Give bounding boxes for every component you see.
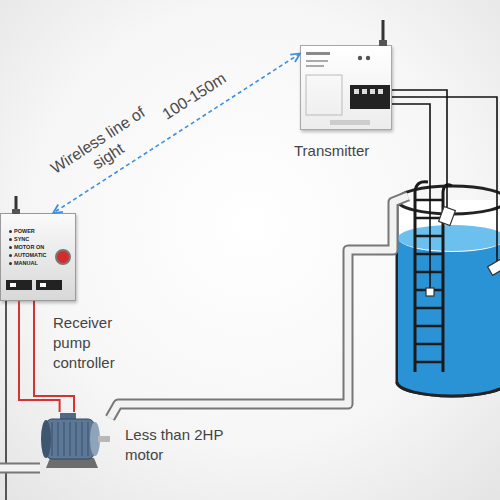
motor-node: Less than 2HP motor [38,412,110,470]
node-label: Receiver pump controller [53,313,138,373]
status-label: SYNC [9,236,29,242]
tank-body [397,200,500,396]
cooling-fin [51,422,52,456]
cooling-fin [87,422,88,456]
terminal-screws [354,89,383,94]
antenna [15,196,18,214]
pipe [110,196,408,418]
status-label: POWER [9,228,35,234]
panel-marking [306,52,330,55]
antenna [382,20,385,46]
sensor-wire [392,90,447,208]
cooling-fin [81,422,82,456]
tank-bottom [397,382,500,396]
antenna-base [379,40,387,46]
tank-water [398,238,500,396]
sensor-wire [392,104,430,290]
cooling-fin [69,422,70,456]
motor-body [46,419,94,459]
cooling-fin [63,422,64,456]
status-label: AUTOMATIC [9,252,47,258]
pipe-outline [0,463,40,474]
fan-cover [41,420,51,458]
receiver-box: Receiver pump controllerPOWERSYNCMOTOR O… [0,213,76,301]
wireless-link [53,54,300,214]
float-switch [439,206,456,225]
panel-marking [306,65,324,67]
indicator-led [358,56,362,60]
node-label: Less than 2HP motor [125,425,245,465]
cooling-fin [75,422,76,456]
status-label: MOTOR ON [9,244,44,250]
transmitter-box: Transmitter [300,45,392,130]
float-switch [488,259,500,276]
status-label: MANUAL [9,260,38,266]
antenna-base [12,209,20,214]
motor-symbol [38,412,110,470]
indicator-led [366,56,370,60]
ladder-rungs [415,200,443,362]
panel-marking [306,60,328,62]
link-caption: Wireless line of sight [47,102,160,194]
pipe-outline [110,196,408,418]
terminal-mark [10,283,16,287]
stop-button [56,250,70,264]
panel-section [306,75,342,115]
shaft [98,436,110,442]
terminal-mark [40,283,46,287]
cable-gland [36,280,62,290]
cooling-fin [57,422,58,456]
sensor-wires [392,90,497,290]
edge-label: 100-150m [159,68,230,123]
power-wire [19,301,60,412]
water-surface [398,225,500,251]
node-label: Transmitter [294,141,404,161]
sensor-wire [392,97,497,262]
level-probe [426,288,434,296]
cable-gland [6,280,32,290]
pipe [0,465,40,472]
panel-strip [330,120,370,125]
terminal-block [350,85,390,109]
